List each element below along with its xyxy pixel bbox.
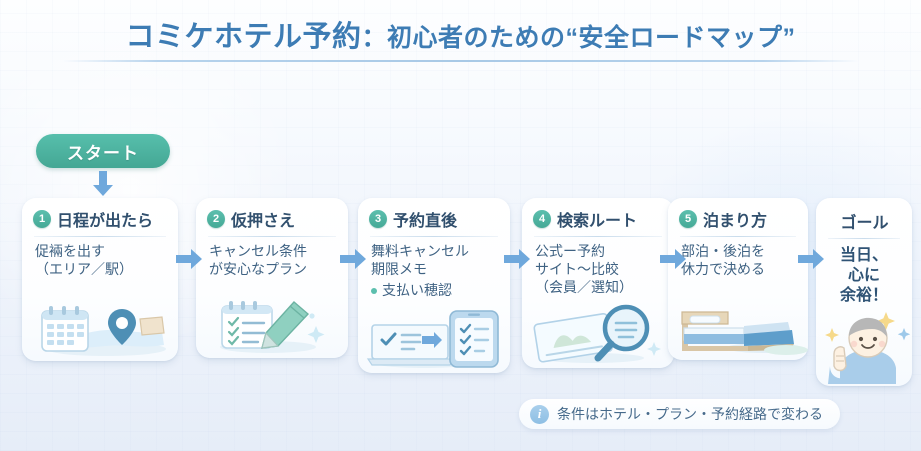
- step-4-number: 4: [533, 210, 551, 228]
- page-title-main: コミケホテル予約: [125, 21, 362, 53]
- step-1-line-2: （エリア／駅）: [35, 260, 133, 277]
- step-4-line-3: （会員／選知）: [535, 278, 633, 295]
- arrow-right-icon-5: [798, 248, 824, 270]
- step-2-body: キャンセル条件 が安心なプラン: [196, 237, 348, 279]
- page-title-separator: ：: [361, 24, 387, 52]
- step-4-title: 検索ルート: [557, 213, 638, 230]
- start-badge-label: スタート: [67, 143, 139, 163]
- step-card-4[interactable]: 4 検索ルート 公式ー予約 サイト～比皎 （会員／選知）: [522, 198, 674, 368]
- step-1-header: 1 日程が出たら: [22, 198, 178, 231]
- bed-icon: [668, 298, 808, 356]
- step-2-header: 2 仮押さえ: [196, 198, 348, 231]
- step-card-2[interactable]: 2 仮押さえ キャンセル条件 が安心なプラン: [196, 198, 348, 358]
- step-4-line-2: サイト～比皎: [535, 260, 619, 277]
- footer-note: i 条件はホテル・プラン・予約経路で変わる: [519, 399, 840, 429]
- goal-title: ゴール: [840, 215, 889, 232]
- step-card-5[interactable]: 5 泊まり方 部泊・後泊を 休力で決める: [668, 198, 808, 360]
- arrow-right-icon-2: [340, 248, 366, 270]
- step-1-line-1: 促裲を出す: [35, 243, 105, 259]
- step-5-body: 部泊・後泊を 休力で決める: [668, 237, 808, 279]
- goal-body: 当日、 心に 余裕！: [816, 239, 912, 306]
- step-4-header: 4 検索ルート: [522, 198, 674, 231]
- step-1-divider: [34, 236, 166, 237]
- step-3-bullet-item: 支払い穂認: [371, 282, 499, 300]
- step-card-3[interactable]: 3 予約直後 舞料キャンセル 期限メモ 支払い穂認: [358, 198, 510, 373]
- step-1-title: 日程が出たら: [57, 213, 154, 230]
- arrow-right-icon-1: [176, 248, 202, 270]
- page-title-sub: 初心者のための“安全ロードマップ”: [387, 24, 796, 52]
- arrow-down-icon: [92, 171, 114, 197]
- page-title: コミケホテル予約：初心者のための“安全ロードマップ”: [0, 13, 921, 55]
- step-2-title: 仮押さえ: [231, 213, 296, 230]
- step-5-title: 泊まり方: [703, 213, 768, 230]
- arrow-right-icon-3: [504, 248, 530, 270]
- info-icon: i: [530, 404, 549, 424]
- step-5-header: 5 泊まり方: [668, 198, 808, 231]
- arrow-right-icon-4: [660, 248, 686, 270]
- step-5-line-1: 部泊・後泊を: [681, 243, 765, 259]
- steps-row: 1 日程が出たら 促裲を出す （エリア／駅）: [0, 198, 921, 386]
- step-3-divider: [370, 236, 498, 237]
- step-2-number: 2: [207, 210, 225, 228]
- step-4-divider: [534, 236, 662, 237]
- step-2-line-1: キャンセル条件: [209, 243, 307, 259]
- goal-line-3: 余裕！: [839, 287, 888, 305]
- cheering-person-icon: [816, 310, 912, 384]
- step-5-line-2: 休力で決める: [681, 260, 765, 277]
- goal-divider: [828, 238, 900, 239]
- step-3-title: 予約直後: [393, 213, 458, 230]
- step-5-number: 5: [679, 210, 697, 228]
- step-3-bullet-text: 支払い穂認: [382, 281, 452, 298]
- step-2-line-2: が安心なプラン: [209, 260, 307, 277]
- step-1-body: 促裲を出す （エリア／駅）: [22, 237, 178, 279]
- step-4-line-1: 公式ー予約: [535, 243, 605, 259]
- step-4-body: 公式ー予約 サイト～比皎 （会員／選知）: [522, 237, 674, 297]
- step-3-header: 3 予約直後: [358, 198, 510, 231]
- goal-card[interactable]: ゴール 当日、 心に 余裕！: [816, 198, 912, 386]
- laptop-phone-icon: [358, 307, 510, 369]
- step-3-body: 舞料キャンセル 期限メモ 支払い穂認: [358, 237, 510, 300]
- step-2-divider: [208, 236, 336, 237]
- footer-note-text: 条件はホテル・プラン・予約経路で変わる: [557, 406, 823, 422]
- step-3-line-1: 舞料キャンセル: [371, 243, 469, 259]
- goal-header: ゴール: [816, 198, 912, 233]
- step-1-number: 1: [33, 210, 51, 228]
- magnifier-card-icon: [522, 302, 674, 364]
- step-3-number: 3: [369, 210, 387, 228]
- step-3-line-2: 期限メモ: [371, 260, 427, 277]
- step-5-divider: [680, 236, 796, 237]
- title-divider: [62, 60, 859, 62]
- bullet-dot-icon: [371, 287, 377, 294]
- step-card-1[interactable]: 1 日程が出たら 促裲を出す （エリア／駅）: [22, 198, 178, 361]
- goal-line-2: 心に: [847, 267, 880, 285]
- start-badge: スタート: [36, 134, 170, 168]
- calendar-map-icon: [22, 299, 178, 357]
- goal-line-1: 当日、: [839, 247, 888, 264]
- checklist-pencil-icon: [196, 296, 348, 354]
